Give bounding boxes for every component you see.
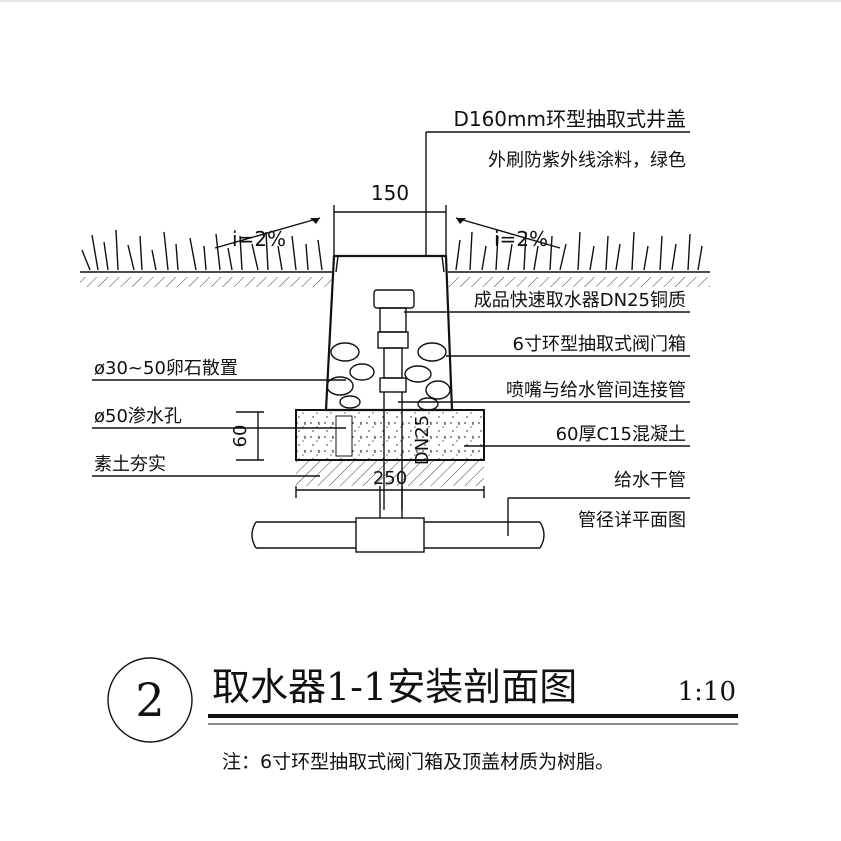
dim-60-label: 60 <box>230 425 251 448</box>
coupler-label: 成品快速取水器DN25铜质 <box>474 290 686 311</box>
dimension-lines <box>236 205 485 498</box>
valve-box <box>324 254 454 412</box>
dn25-label: DN25 <box>412 415 433 465</box>
cover-label-2: 外刷防紫外线涂料，绿色 <box>488 150 686 171</box>
concrete-label: 60厚C15混凝土 <box>556 424 686 445</box>
grass-ground <box>80 229 710 287</box>
title-block: 2 取水器1-1安装剖面图 1:10 <box>107 657 738 743</box>
note-text: 注：6寸环型抽取式阀门箱及顶盖材质为树脂。 <box>222 751 614 773</box>
title-number: 2 <box>135 673 164 727</box>
title-text: 取水器1-1安装剖面图 <box>212 665 577 709</box>
leader-lines <box>92 131 690 536</box>
soil-label: 素土夯实 <box>94 454 166 475</box>
supply-label-1: 给水干管 <box>614 470 686 491</box>
drain-hole-label: ø50渗水孔 <box>94 406 182 427</box>
slope-left-label: i=2% <box>232 227 286 251</box>
valve-box-label: 6寸环型抽取式阀门箱 <box>513 334 686 355</box>
dim-250-label: 250 <box>373 468 407 489</box>
concrete-base <box>295 409 485 461</box>
supply-label-2: 管径详平面图 <box>578 510 686 531</box>
slope-right-label: i=2% <box>494 227 548 251</box>
title-scale: 1:10 <box>678 677 736 707</box>
supply-main-pipe <box>251 486 545 553</box>
connector-label: 喷嘴与给水管间连接管 <box>506 380 686 401</box>
slope-arrows <box>214 217 561 249</box>
dim-150-label: 150 <box>371 181 409 205</box>
cover-label-1: D160mm环型抽取式井盖 <box>453 107 686 131</box>
pebbles-label: ø30~50卵石散置 <box>94 358 238 379</box>
pebbles <box>326 342 451 411</box>
compacted-soil <box>296 460 484 486</box>
